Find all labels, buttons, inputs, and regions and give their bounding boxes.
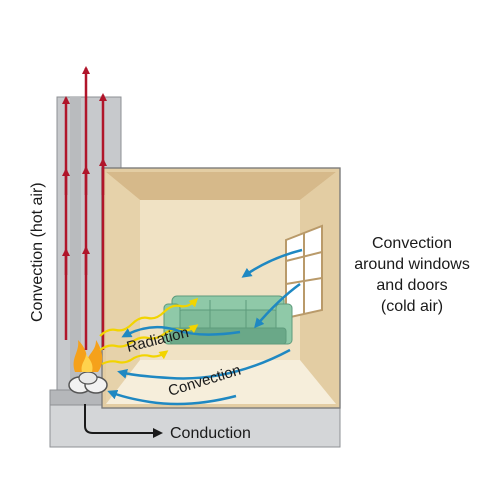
windows-label-line4: (cold air): [381, 298, 443, 315]
windows-label: Convection around windows and doors (col…: [354, 235, 470, 315]
conduction-arrow: [84, 404, 163, 438]
fire-icon: [73, 340, 103, 372]
log-icon: [68, 371, 108, 394]
conduction-label: Conduction: [170, 425, 251, 442]
hot-air-label: Convection (hot air): [29, 182, 46, 322]
hot-air-arrows: [62, 66, 107, 350]
windows-label-line2: around windows: [354, 256, 470, 273]
window-icon: [285, 224, 323, 320]
couch-icon: [163, 295, 293, 345]
windows-label-line3: and doors: [376, 277, 447, 294]
cold-air-arrows: [107, 248, 303, 406]
floor-slab: [49, 404, 341, 448]
windows-label-line1: Convection: [372, 235, 452, 252]
